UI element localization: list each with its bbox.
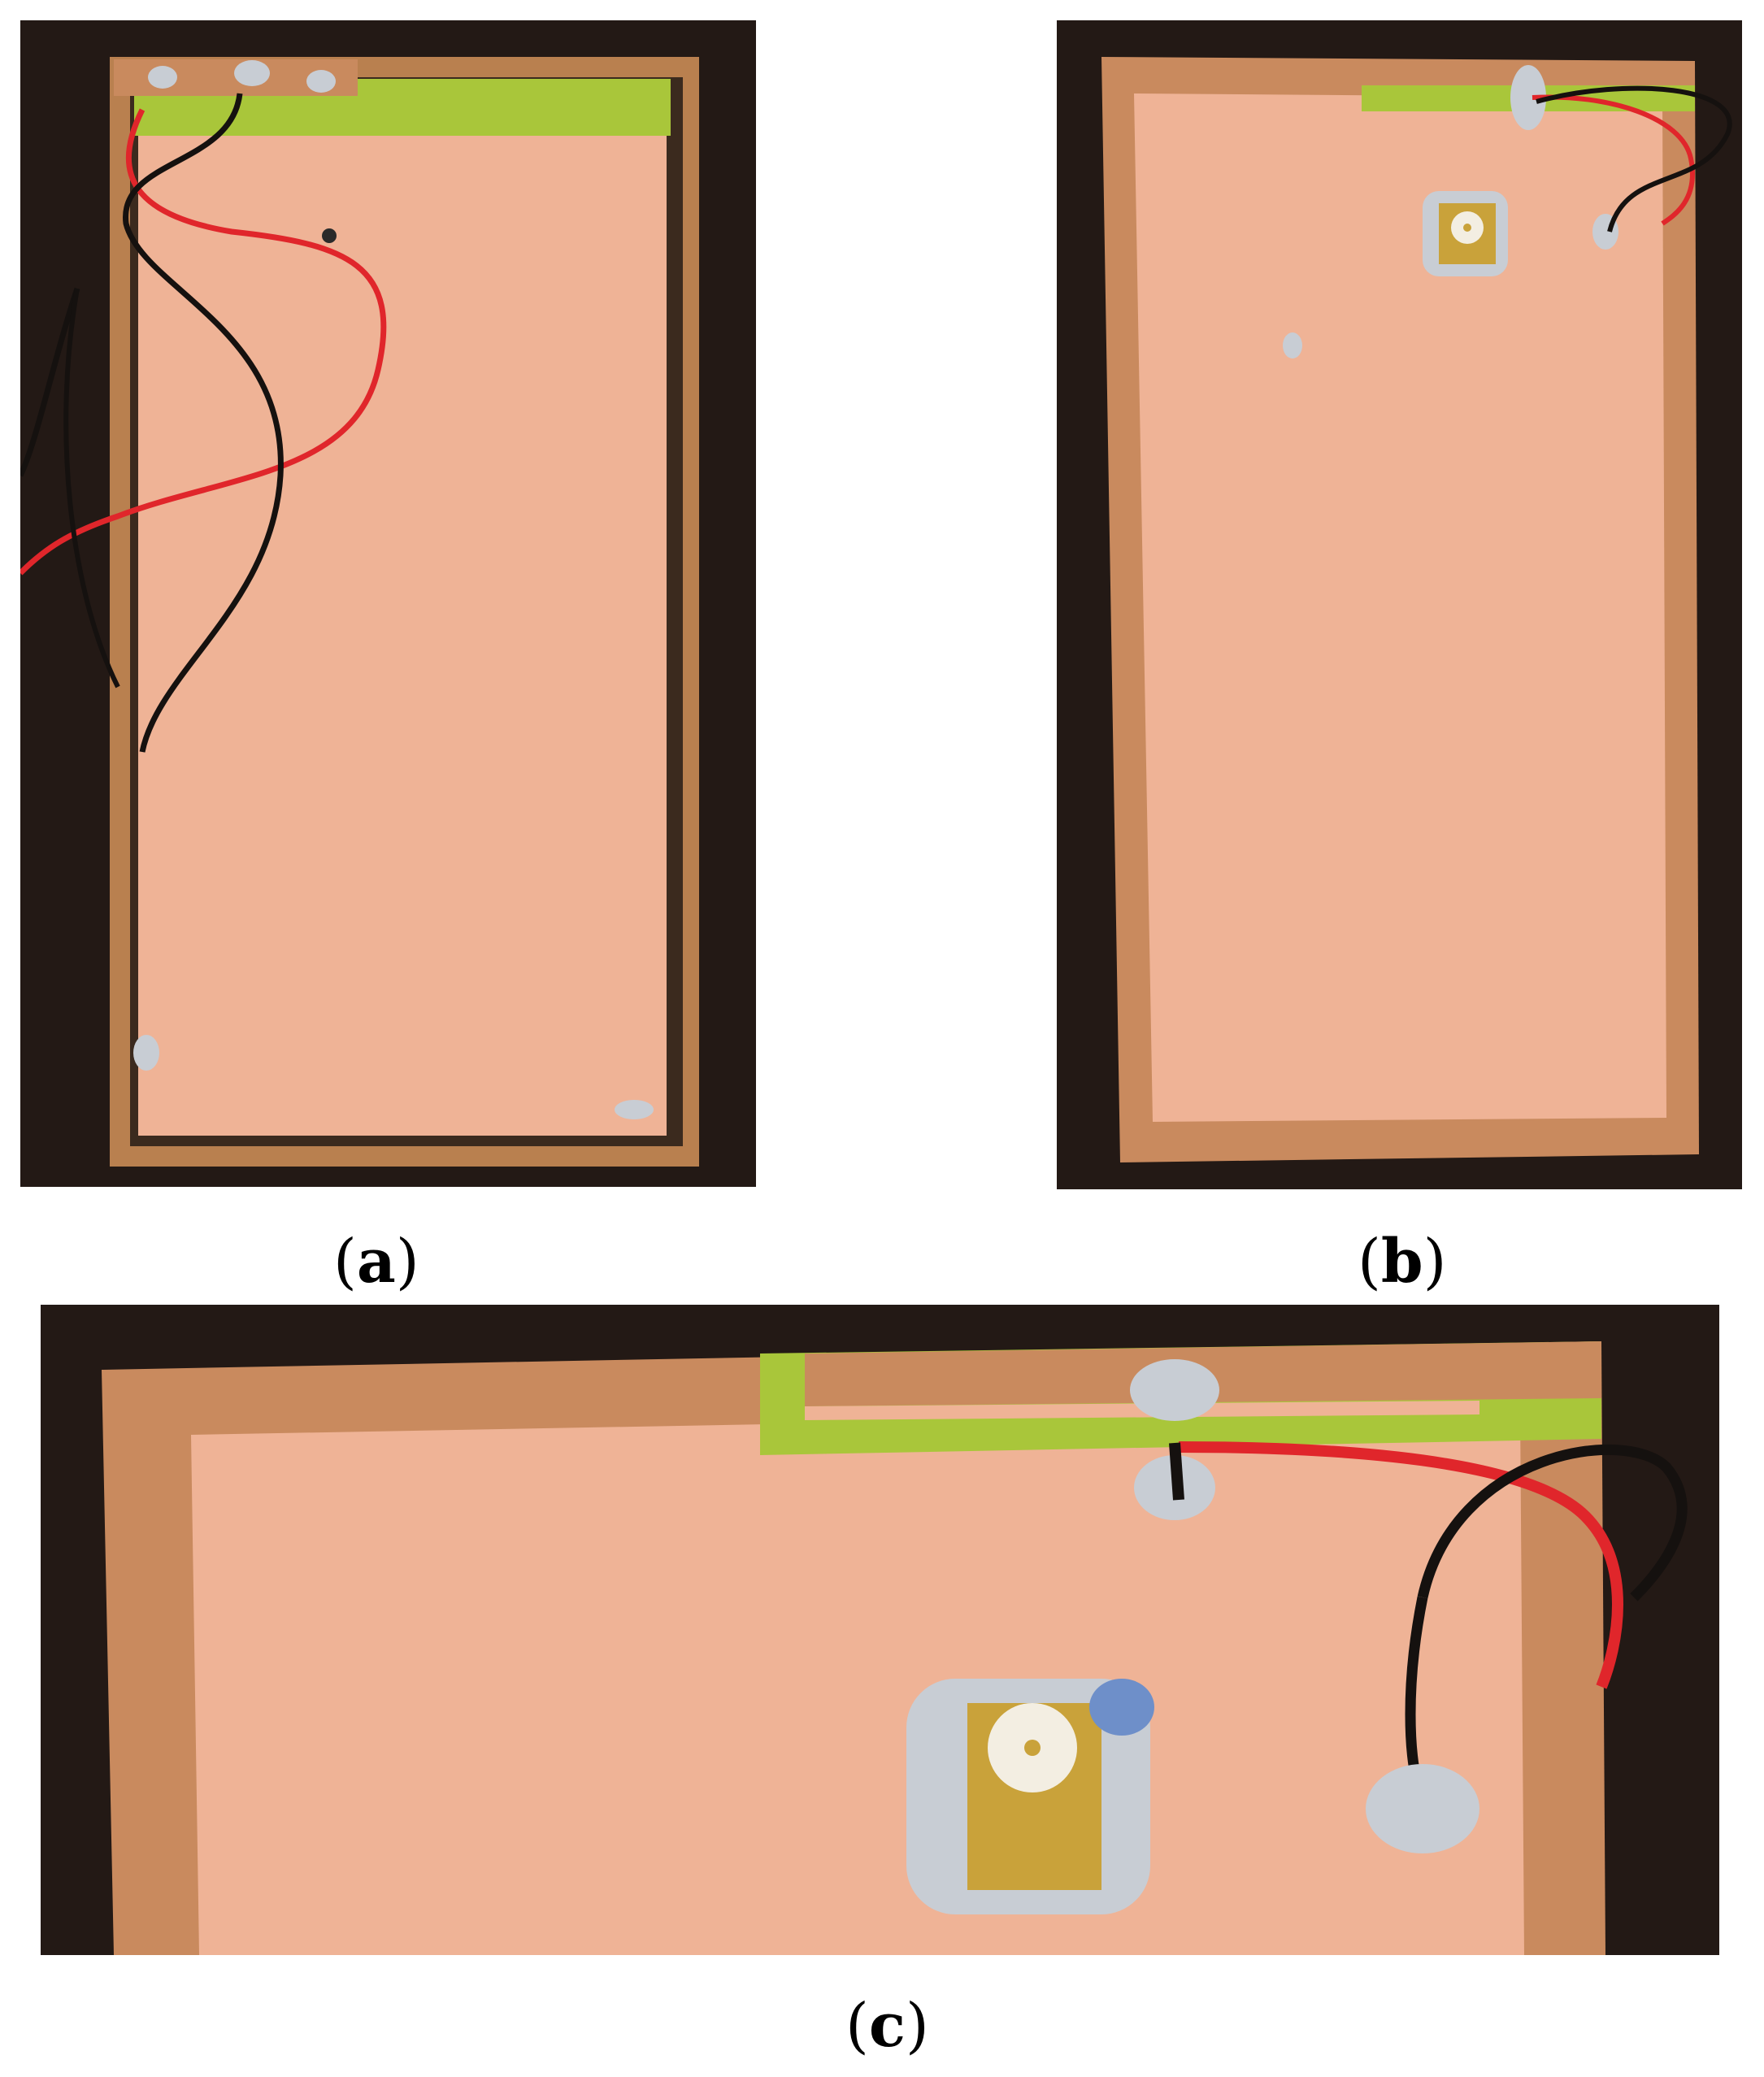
solder-blob bbox=[306, 70, 336, 93]
connector-pin bbox=[1463, 224, 1471, 232]
solder-blob bbox=[1130, 1359, 1219, 1421]
substrate bbox=[191, 1410, 1524, 1955]
solder-speck bbox=[1283, 332, 1302, 358]
photo-panel-a bbox=[20, 20, 756, 1187]
solder-blob bbox=[148, 66, 177, 89]
photo-c-drawing bbox=[41, 1305, 1719, 1955]
black-wire bbox=[1536, 85, 1732, 232]
red-wire bbox=[20, 108, 387, 576]
caption-b: (b) bbox=[1358, 1227, 1447, 1297]
red-wire bbox=[1532, 94, 1695, 226]
solder-blob bbox=[615, 1100, 654, 1119]
substrate bbox=[138, 136, 667, 1136]
feed-hole bbox=[322, 228, 337, 243]
solder-flux bbox=[1089, 1679, 1154, 1736]
caption-c: (c) bbox=[845, 1991, 929, 2061]
photo-panel-b bbox=[1057, 20, 1742, 1189]
photo-b-drawing bbox=[1057, 20, 1742, 1189]
black-wire bbox=[1417, 1444, 1688, 1601]
solder-blob bbox=[1366, 1764, 1479, 1853]
substrate bbox=[1134, 93, 1666, 1122]
photo-panel-c bbox=[41, 1305, 1719, 1955]
black-wire bbox=[20, 287, 80, 477]
black-wire bbox=[123, 93, 284, 753]
photo-a-drawing bbox=[20, 20, 756, 1187]
solder-blob bbox=[133, 1035, 159, 1071]
solder-blob bbox=[234, 60, 270, 86]
connector-pin bbox=[1024, 1740, 1041, 1756]
solder-blob bbox=[1510, 65, 1546, 130]
red-wire bbox=[1178, 1441, 1623, 1689]
black-wire bbox=[63, 288, 120, 689]
black-wire bbox=[1169, 1442, 1184, 1501]
caption-a: (a) bbox=[333, 1227, 419, 1297]
